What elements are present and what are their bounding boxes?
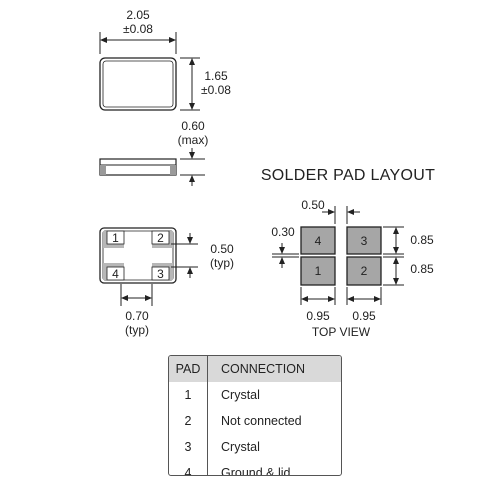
solder-gap-horizontal-dimension: 0.50: [301, 198, 360, 224]
row-pad: 3: [169, 434, 208, 460]
solder-gap-vertical: 0.30: [271, 225, 295, 239]
solder-pad-height-upper: 0.85: [410, 233, 434, 247]
pad-spacing-horizontal-note: (typ): [125, 323, 149, 337]
solder-pad-layout-title: SOLDER PAD LAYOUT: [261, 167, 435, 184]
package-thickness: 0.60: [181, 119, 205, 133]
solder-pad-width-left: 0.95: [306, 309, 330, 323]
table-header-row: PAD CONNECTION: [169, 356, 341, 382]
row-pad: 1: [169, 382, 208, 408]
solder-pad-height-lower-dimension: 0.85: [383, 256, 434, 286]
row-connection: Crystal: [221, 440, 260, 454]
package-width-dimension: 2.05 ±0.08: [99, 8, 177, 54]
package-width-tolerance: ±0.08: [123, 22, 153, 36]
package-pad-2-label: 2: [157, 231, 164, 245]
pad-spacing-horizontal: 0.70: [125, 309, 149, 323]
row-pad: 2: [169, 408, 208, 434]
package-height-dimension: 1.65 ±0.08: [180, 57, 231, 111]
pad-connection-table: PAD CONNECTION 1 Crystal 2 Not connected…: [168, 355, 342, 476]
pad-spacing-vertical-dimension: 0.50 (typ): [171, 233, 234, 278]
package-thickness-dimension: 0.60 (max): [178, 119, 209, 186]
solder-pad-1-label: 1: [315, 264, 322, 278]
row-connection: Not connected: [221, 414, 302, 428]
header-pad: PAD: [169, 356, 208, 382]
solder-pads: 4 3 1 2: [300, 226, 382, 286]
package-pad-4-label: 4: [112, 267, 119, 281]
header-connection: CONNECTION: [207, 356, 341, 382]
solder-gap-horizontal: 0.50: [301, 198, 325, 212]
package-width: 2.05: [126, 8, 150, 22]
solder-pad-3-label: 3: [361, 234, 368, 248]
solder-pad-width-right-dimension: 0.95: [346, 287, 382, 323]
solder-gap-vertical-dimension: 0.30: [271, 225, 299, 268]
solder-pad-width-left-dimension: 0.95: [300, 287, 336, 323]
package-top-view: [99, 57, 177, 111]
package-side-view: [99, 158, 177, 176]
row-pad: 4: [169, 460, 208, 475]
solder-pad-height-upper-dimension: 0.85: [383, 226, 434, 255]
table-row: 3 Crystal: [169, 434, 341, 460]
package-height-tolerance: ±0.08: [201, 83, 231, 97]
top-view-label: TOP VIEW: [312, 325, 371, 339]
table-row: 1 Crystal: [169, 382, 341, 408]
pad-spacing-vertical-note: (typ): [210, 256, 234, 270]
package-pad-1-label: 1: [112, 231, 119, 245]
solder-pad-width-right: 0.95: [352, 309, 376, 323]
package-bottom-view: 1 2 3 4: [99, 227, 177, 284]
package-thickness-note: (max): [178, 133, 209, 147]
table-row: 4 Ground & lid: [169, 460, 341, 476]
solder-pad-2-label: 2: [361, 264, 368, 278]
solder-pad-4-label: 4: [315, 234, 322, 248]
pad-spacing-horizontal-dimension: 0.70 (typ): [120, 284, 153, 337]
table-row: 2 Not connected: [169, 408, 341, 434]
pad-spacing-vertical: 0.50: [210, 242, 234, 256]
package-height: 1.65: [204, 69, 228, 83]
pad-connection-table-grid: PAD CONNECTION 1 Crystal 2 Not connected…: [169, 356, 341, 476]
package-pad-3-label: 3: [157, 267, 164, 281]
row-connection: Crystal: [221, 388, 260, 402]
solder-pad-height-lower: 0.85: [410, 262, 434, 276]
row-connection: Ground & lid: [221, 466, 291, 476]
